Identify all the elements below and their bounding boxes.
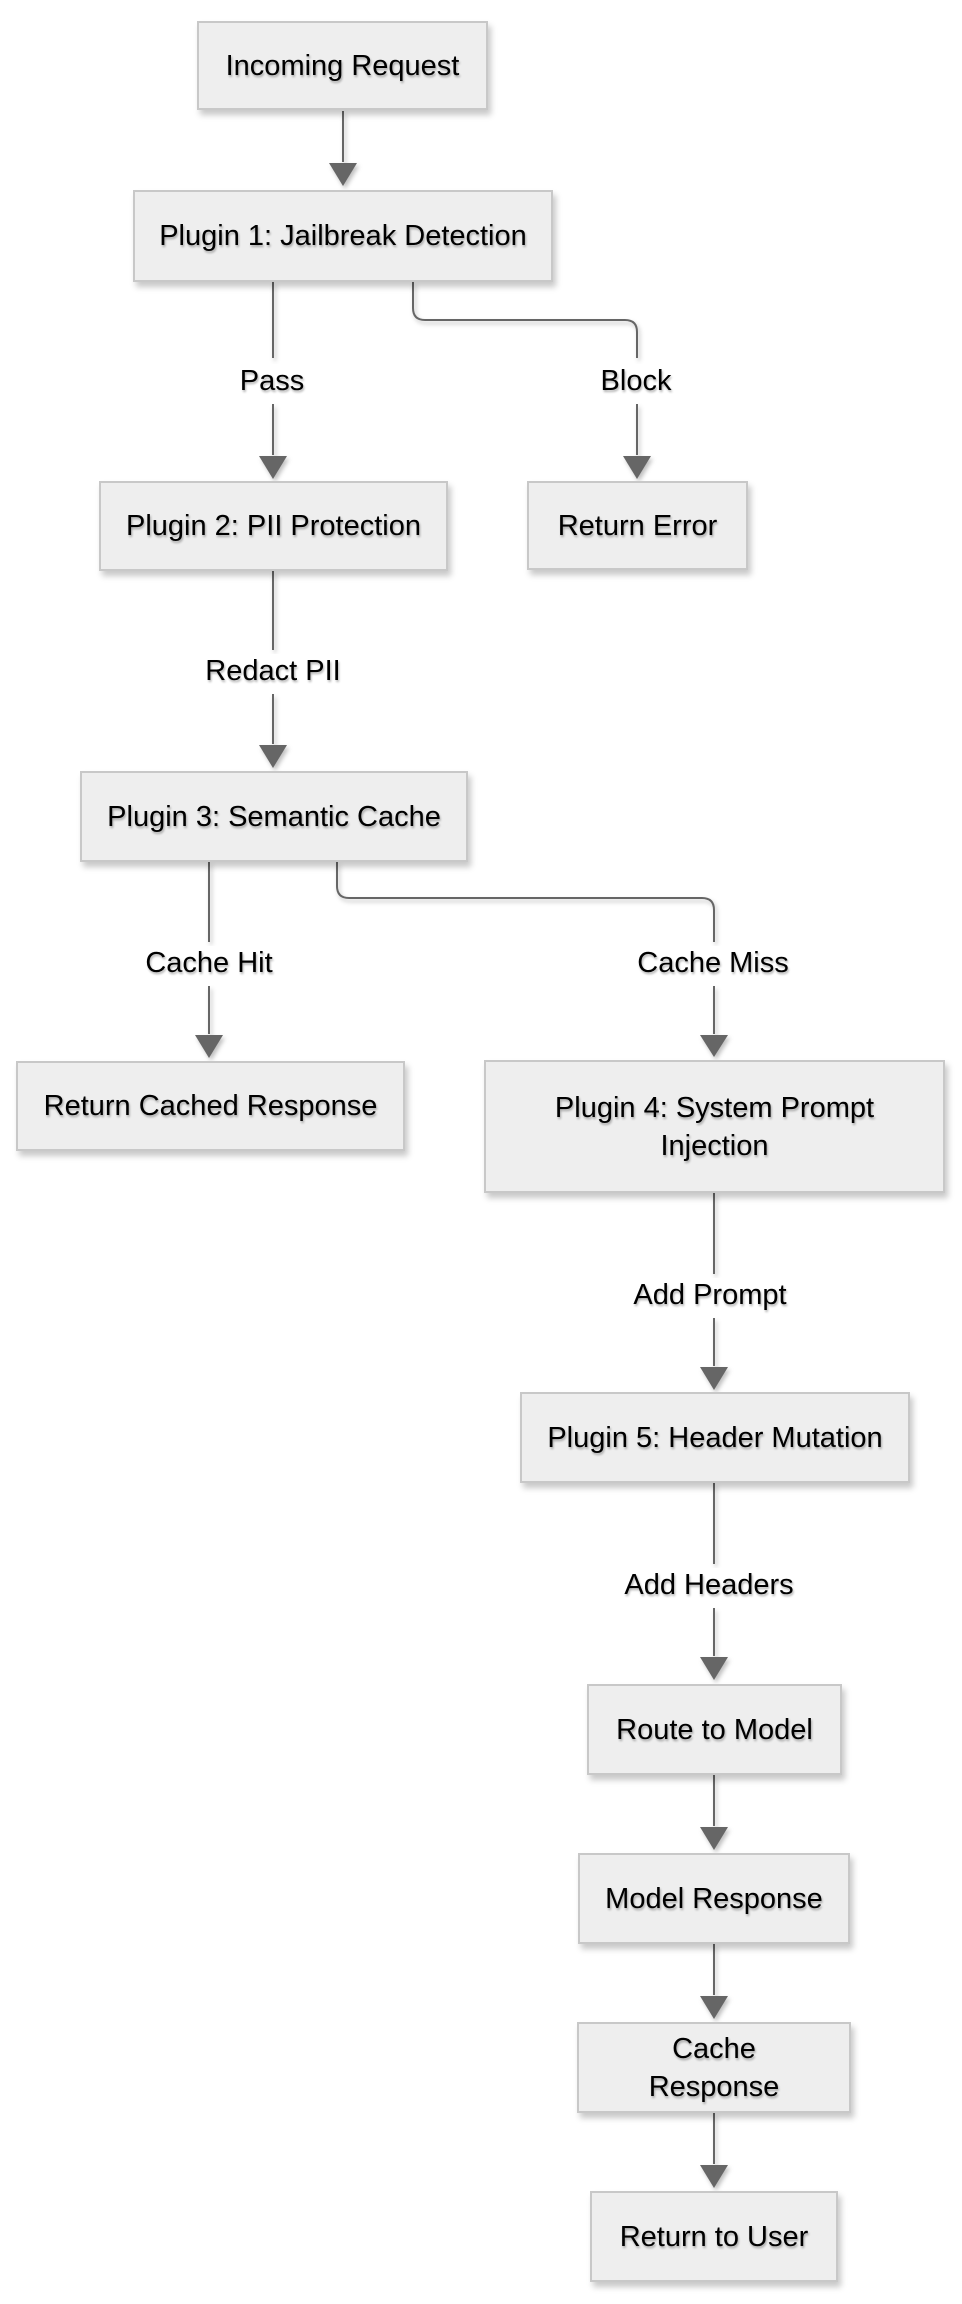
arrowhead-icon — [700, 1367, 728, 1390]
edge-label-add-headers: Add Headers — [620, 1568, 798, 1602]
edge-label-redact-pii: Redact PII — [201, 654, 345, 688]
node-cache-response: Cache Response — [577, 2022, 851, 2113]
edge-plugin3-to-plugin4-line — [336, 862, 715, 1034]
arrowhead-icon — [700, 2165, 728, 2188]
edge-label-cache-hit: Cache Hit — [141, 946, 277, 980]
node-plugin4-system-prompt-injection: Plugin 4: System Prompt Injection — [484, 1060, 945, 1193]
node-incoming-request: Incoming Request — [197, 21, 488, 110]
node-plugin1-jailbreak-detection: Plugin 1: Jailbreak Detection — [133, 190, 553, 282]
arrowhead-icon — [700, 1035, 728, 1057]
arrowhead-icon — [259, 745, 287, 768]
arrowhead-icon — [623, 456, 651, 479]
arrowhead-icon — [195, 1035, 223, 1058]
edge-label-block: Block — [596, 364, 676, 398]
node-plugin2-pii-protection: Plugin 2: PII Protection — [99, 481, 448, 571]
node-return-error: Return Error — [527, 481, 748, 570]
node-return-to-user: Return to User — [590, 2191, 838, 2282]
edge-plugin1-to-return-error-line — [412, 282, 638, 455]
edge-label-add-prompt: Add Prompt — [629, 1278, 791, 1312]
node-route-to-model: Route to Model — [587, 1684, 842, 1775]
arrowhead-icon — [700, 1827, 728, 1850]
node-model-response: Model Response — [578, 1853, 850, 1944]
node-return-cached-response: Return Cached Response — [16, 1061, 405, 1151]
arrowhead-icon — [700, 1996, 728, 2019]
edge-label-cache-miss: Cache Miss — [633, 946, 793, 980]
arrowhead-icon — [700, 1657, 728, 1680]
arrowhead-icon — [259, 456, 287, 479]
arrowhead-icon — [329, 163, 357, 186]
node-plugin3-semantic-cache: Plugin 3: Semantic Cache — [80, 771, 468, 862]
node-plugin5-header-mutation: Plugin 5: Header Mutation — [520, 1392, 910, 1483]
edge-label-pass: Pass — [235, 364, 309, 398]
